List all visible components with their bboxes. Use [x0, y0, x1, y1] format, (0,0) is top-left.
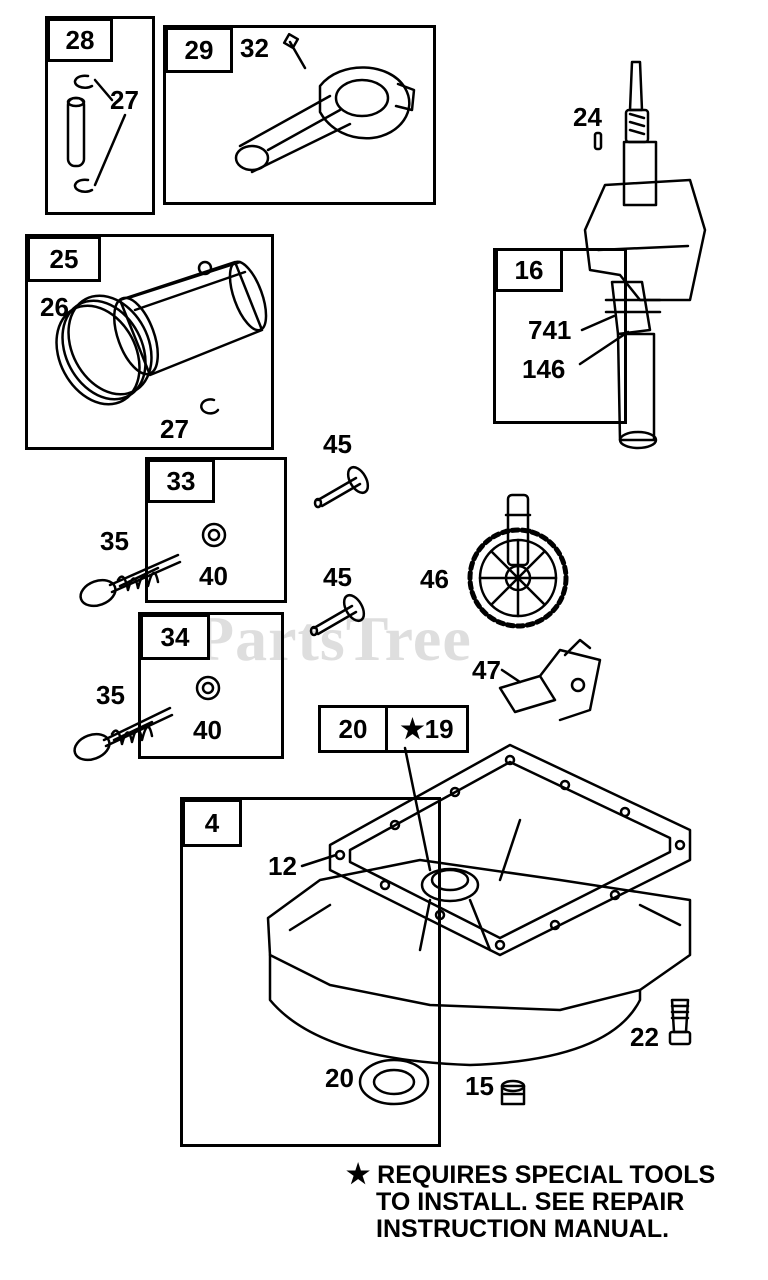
- valve-retainer-upper: [201, 522, 227, 548]
- governor-assembly: [498, 638, 602, 722]
- part-label-22: 22: [630, 1022, 659, 1052]
- part-label-32: 32: [240, 33, 269, 63]
- wrist-pin: [66, 96, 86, 168]
- valve-spring-upper: [116, 566, 160, 592]
- note-line-3: INSTRUCTION MANUAL.: [376, 1215, 670, 1244]
- part-label-35-upper: 35: [100, 526, 129, 556]
- leader-27a: [93, 78, 114, 102]
- part-label-45-lower: 45: [323, 562, 352, 592]
- cover-bolt: [668, 998, 692, 1046]
- special-tools-note: ★ REQUIRES SPECIAL TOOLS TO INSTALL. SEE…: [346, 1159, 716, 1244]
- group-tag-16: 16: [495, 248, 563, 292]
- part-label-741: 741: [528, 315, 572, 345]
- frame-33: [145, 457, 287, 603]
- oil-seal: [358, 1058, 430, 1106]
- connecting-rod: [234, 66, 416, 174]
- tappet-upper: [313, 465, 370, 509]
- gasket: [328, 743, 692, 957]
- crankcase-cover: [266, 818, 692, 1067]
- rod-bolt: [282, 32, 307, 70]
- part-label-27-pin: 27: [110, 85, 139, 115]
- piston: [112, 260, 268, 377]
- part-label-46: 46: [420, 564, 449, 594]
- part-label-47: 47: [472, 655, 501, 685]
- note-line-2: TO INSTALL. SEE REPAIR: [376, 1188, 685, 1217]
- frame-34: [138, 612, 284, 759]
- crank-key: [593, 131, 603, 151]
- part-label-40-lower: 40: [193, 715, 222, 745]
- group-tag-28: 28: [47, 18, 113, 62]
- part-label-27-piston: 27: [160, 414, 189, 444]
- group-tag-25: 25: [27, 236, 101, 282]
- leader-47: [500, 668, 522, 684]
- group-tag-34: 34: [140, 614, 210, 660]
- frame-25: [25, 234, 274, 450]
- frame-4: [180, 797, 441, 1147]
- group-tag-29: 29: [165, 27, 233, 73]
- star-icon: ★: [400, 713, 425, 744]
- part-label-12: 12: [268, 851, 297, 881]
- part-label-24: 24: [573, 102, 602, 132]
- piston-rings: [55, 294, 153, 406]
- piston-clip: [200, 398, 220, 415]
- oil-plug: [500, 1079, 526, 1106]
- frame-28: [45, 16, 155, 215]
- retaining-ring-top: [73, 74, 94, 89]
- leader-19: [403, 746, 432, 872]
- group-tag-19: ★19: [385, 705, 469, 753]
- tappet-lower: [309, 593, 366, 637]
- group-tag-33: 33: [147, 459, 215, 503]
- leader-741: [580, 314, 616, 332]
- star-icon: ★: [346, 1159, 371, 1189]
- crankshaft: [583, 60, 707, 450]
- part-label-45-upper: 45: [323, 429, 352, 459]
- group-tag-19-label: 19: [424, 714, 454, 744]
- frame-29: [163, 25, 436, 205]
- note-line-1: REQUIRES SPECIAL TOOLS: [377, 1161, 716, 1189]
- part-label-15: 15: [465, 1071, 494, 1101]
- leader-27b: [93, 113, 127, 187]
- part-label-35-lower: 35: [96, 680, 125, 710]
- leader-12: [300, 853, 338, 868]
- retaining-ring-bottom: [73, 178, 94, 193]
- valve-spring-lower: [110, 720, 154, 746]
- part-label-40-upper: 40: [199, 561, 228, 591]
- part-label-20: 20: [325, 1063, 354, 1093]
- group-tag-4: 4: [182, 799, 242, 847]
- leader-146: [578, 330, 630, 366]
- valve-retainer-lower: [195, 675, 221, 701]
- camshaft-gear: [467, 493, 569, 629]
- part-label-146: 146: [522, 354, 566, 384]
